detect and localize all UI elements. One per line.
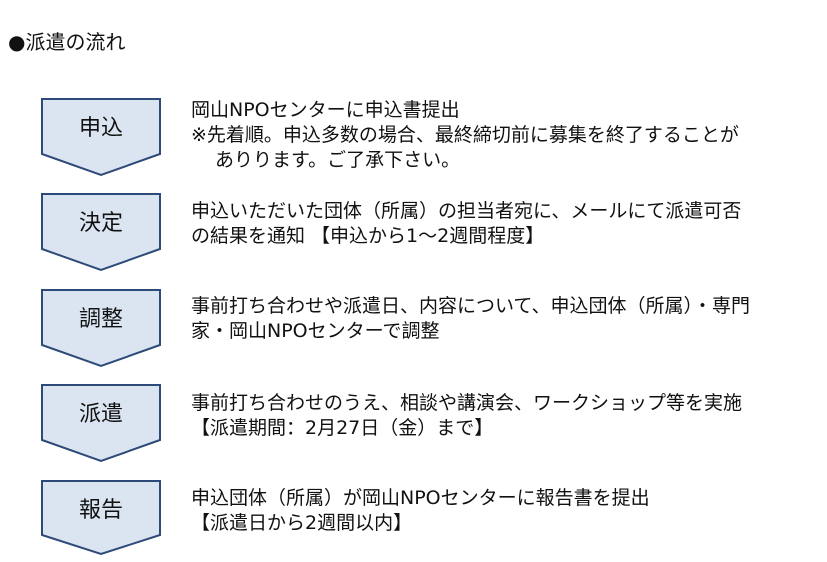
step-description: 事前打ち合わせや派遣日、内容について、申込団体（所属）・専門 家・岡山NPOセン… xyxy=(191,294,821,344)
chevron-down-shape xyxy=(41,480,161,556)
section-title: ●派遣の流れ xyxy=(8,30,126,54)
description-line: 事前打ち合わせや派遣日、内容について、申込団体（所属）・専門 xyxy=(191,295,750,317)
step-description: 申込団体（所属）が岡山NPOセンターに報告書を提出 【派遣日から2週間以内】 xyxy=(191,486,821,536)
step-description: 岡山NPOセンターに申込書提出 ※先着順。申込多数の場合、最終締切前に募集を終了… xyxy=(191,98,821,173)
description-line: 事前打ち合わせのうえ、相談や講演会、ワークショップ等を実施 xyxy=(191,392,743,414)
chevron-down-shape xyxy=(41,98,161,177)
step-label: 派遣 xyxy=(78,402,123,427)
description-line: ありります。ご了承下さい。 xyxy=(215,149,461,171)
step-description: 申込いただいた団体（所属）の担当者宛に、メールにて派遣可否 の結果を通知 【申込… xyxy=(191,199,821,249)
step-label: 調整 xyxy=(78,307,123,332)
description-line: 家・岡山NPOセンターで調整 xyxy=(191,320,440,342)
chevron-down-shape xyxy=(41,384,161,463)
description-line: 申込団体（所属）が岡山NPOセンターに報告書を提出 xyxy=(191,487,650,509)
step-label: 申込 xyxy=(78,116,123,141)
description-line: の結果を通知 【申込から1～2週間程度】 xyxy=(191,225,545,247)
description-line: 申込いただいた団体（所属）の担当者宛に、メールにて派遣可否 xyxy=(191,200,742,222)
description-line: 【派遣日から2週間以内】 xyxy=(191,512,413,534)
step-description: 事前打ち合わせのうえ、相談や講演会、ワークショップ等を実施 【派遣期間：2月27… xyxy=(191,391,821,441)
description-line: ※先着順。申込多数の場合、最終締切前に募集を終了することが xyxy=(191,124,739,146)
step-label: 報告 xyxy=(78,498,123,523)
description-line: 【派遣期間：2月27日（金）まで】 xyxy=(191,417,494,439)
description-line: 岡山NPOセンターに申込書提出 xyxy=(191,99,460,121)
chevron-down-shape xyxy=(41,193,161,272)
step-label: 決定 xyxy=(78,211,123,236)
chevron-down-shape xyxy=(41,289,161,368)
